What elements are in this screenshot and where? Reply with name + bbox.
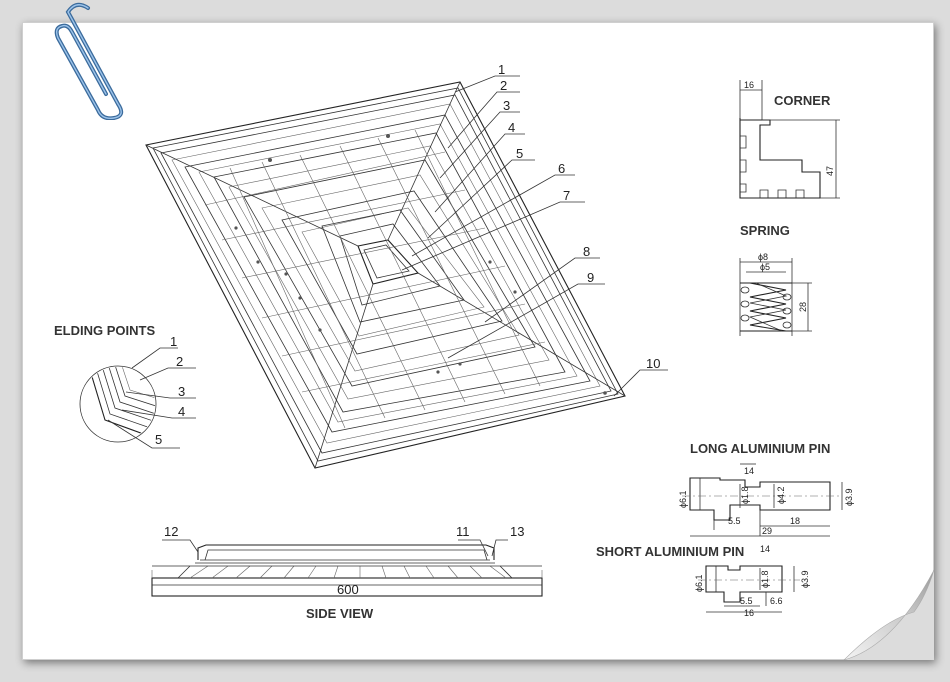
long-pin-d2: ϕ1.8	[740, 486, 750, 504]
long-pin-detail: LONG ALUMINIUM PIN 14 ϕ6.1 ϕ1.8 ϕ4.2 ϕ3.…	[678, 441, 854, 537]
weld-callout-2: 2	[176, 354, 183, 369]
short-pin-d2: ϕ1.8	[760, 570, 770, 588]
side-width-dim: 600	[337, 582, 359, 597]
side-view-label: SIDE VIEW	[306, 606, 374, 621]
short-pin-detail: SHORT ALUMINIUM PIN 14 ϕ6.1 ϕ1.8 ϕ3.9 5.…	[596, 544, 810, 618]
short-pin-label: SHORT ALUMINIUM PIN	[596, 544, 744, 559]
main-callouts: 1 2 3 4 5 6 7 8 9 10	[401, 62, 668, 397]
short-pin-l3: 6.6	[770, 596, 783, 606]
long-pin-label: LONG ALUMINIUM PIN	[690, 441, 830, 456]
short-pin-l2: 5.5	[740, 596, 753, 606]
spring-dim-outer: ϕ8	[758, 252, 768, 262]
callout-7: 7	[563, 188, 570, 203]
side-callout-12: 12	[164, 524, 178, 539]
callout-5: 5	[516, 146, 523, 161]
long-pin-d4: ϕ3.9	[844, 488, 854, 506]
callout-10: 10	[646, 356, 660, 371]
welding-points-detail: ELDING POINTS 1 2 3 4 5	[54, 323, 196, 449]
weld-callout-3: 3	[178, 384, 185, 399]
spring-detail: SPRING ϕ8 ϕ5 28	[739, 223, 812, 336]
side-view: 12 11 13 600 SIDE VIEW	[151, 524, 543, 621]
long-pin-l3: 18	[790, 516, 800, 526]
technical-drawing: 1 2 3 4 5 6 7 8 9 10 ELDING POINTS	[54, 62, 854, 621]
drawing-sheet: 1 2 3 4 5 6 7 8 9 10 ELDING POINTS	[22, 22, 934, 660]
short-pin-l1: 14	[760, 544, 770, 554]
long-pin-l1: 14	[744, 466, 754, 476]
corner-detail: CORNER 16 47	[739, 80, 840, 199]
paperclip-icon	[54, 2, 124, 120]
page-curl-icon	[843, 569, 934, 660]
short-pin-l4: 16	[744, 608, 754, 618]
weld-callout-1: 1	[170, 334, 177, 349]
long-pin-l4: 29	[762, 526, 772, 536]
corner-dim-16: 16	[744, 80, 754, 90]
weld-callout-5: 5	[155, 432, 162, 447]
callout-2: 2	[500, 78, 507, 93]
short-pin-d1: ϕ6.1	[694, 574, 704, 592]
callout-1: 1	[498, 62, 505, 77]
callout-6: 6	[558, 161, 565, 176]
diffuser-isometric	[145, 81, 626, 469]
callout-4: 4	[508, 120, 515, 135]
callout-3: 3	[503, 98, 510, 113]
side-callout-13: 13	[510, 524, 524, 539]
spring-dim-inner: ϕ5	[760, 262, 770, 272]
side-callout-11: 11	[456, 524, 470, 539]
short-pin-d3: ϕ3.9	[800, 570, 810, 588]
long-pin-l2: 5.5	[728, 516, 741, 526]
corner-label: CORNER	[774, 93, 831, 108]
long-pin-d1: ϕ6.1	[678, 490, 688, 508]
long-pin-d3: ϕ4.2	[776, 486, 786, 504]
welding-points-label: ELDING POINTS	[54, 323, 155, 338]
weld-callout-4: 4	[178, 404, 185, 419]
callout-9: 9	[587, 270, 594, 285]
spring-dim-height: 28	[798, 302, 808, 312]
corner-dim-47: 47	[825, 166, 835, 176]
spring-label: SPRING	[740, 223, 790, 238]
callout-8: 8	[583, 244, 590, 259]
